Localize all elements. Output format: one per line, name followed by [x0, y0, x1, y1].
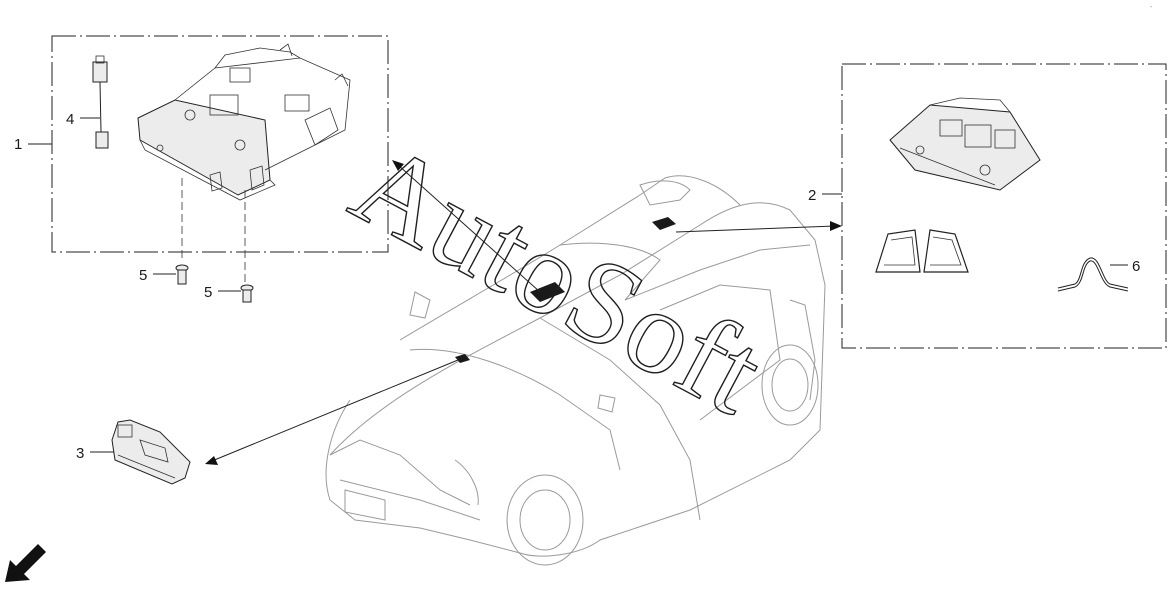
arrow-to-front-lamp [392, 160, 541, 293]
arrow-to-courtesy-lamp [205, 359, 459, 465]
front-map-lamp-box [28, 35, 389, 284]
screw-b [218, 284, 254, 303]
vehicle-outline [325, 175, 826, 566]
screw-a [153, 264, 189, 285]
roof-lamp-markers [455, 217, 676, 363]
callout-5a: 5 [139, 267, 147, 284]
callout-4: 4 [66, 111, 74, 128]
watermark-text: AutoSoft [333, 116, 784, 440]
courtesy-lamp-part [90, 419, 191, 485]
arrow-to-rear-lamp [675, 221, 842, 233]
corner-mark: - [1150, 4, 1153, 11]
wiring-harness [80, 55, 109, 149]
watermark: AutoSoft [332, 115, 784, 440]
wire-clip [1057, 257, 1129, 292]
callout-3: 3 [76, 445, 84, 462]
lens-pair [875, 229, 969, 273]
front-direction-arrow [5, 544, 46, 582]
rear-dome-lamp-box [822, 63, 1167, 349]
front-map-lamp-assembly [137, 43, 351, 201]
callout-2: 2 [808, 187, 816, 204]
callout-6: 6 [1132, 258, 1140, 275]
callout-1: 1 [14, 136, 22, 153]
callout-5b: 5 [204, 284, 212, 301]
rear-dome-lamp-assembly [889, 97, 1041, 191]
